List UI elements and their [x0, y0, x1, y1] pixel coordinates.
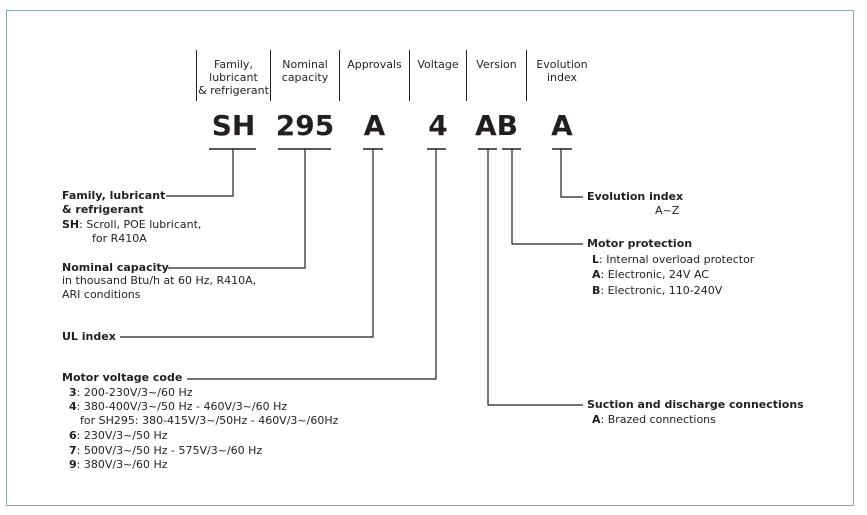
motor-title: Motor protection: [587, 237, 693, 250]
code-version: AB: [474, 109, 518, 142]
header-family-line: lubricant: [209, 71, 258, 84]
motor-desc: : Electronic, 24V AC: [600, 268, 709, 281]
connector-ul: [120, 149, 374, 338]
voltage-desc: : 500V/3~/50 Hz - 575V/3~/60 Hz: [76, 444, 263, 457]
motor-desc: : Electronic, 110-240V: [600, 284, 723, 297]
motor-key: A: [592, 268, 601, 281]
voltage-desc: : 380-400V/3~/50 Hz - 460V/3~/60 Hz: [76, 400, 288, 413]
suction-key: A: [592, 413, 601, 426]
motor-line: L: Internal overload protector: [592, 253, 754, 268]
voltage-line: 3: 200-230V/3~/60 Hz: [69, 386, 193, 401]
family-desc: : Scroll, POE lubricant,: [79, 218, 202, 231]
suction-line: A: Brazed connections: [592, 413, 716, 428]
header-version-line: Version: [476, 58, 517, 71]
header-evolution-line: Evolution: [536, 58, 588, 71]
code-approvals: A: [363, 109, 386, 142]
code-nominal: 295: [275, 109, 335, 142]
voltage-line-cont: for SH295: 380-415V/3~/50Hz - 460V/3~/60…: [80, 414, 339, 427]
family-line-cont: for R410A: [92, 232, 147, 245]
header-evolution: Evolution index: [527, 58, 597, 84]
connector-motor: [511, 149, 583, 245]
nominal-title: Nominal capacity: [62, 261, 169, 274]
voltage-title: Motor voltage code: [62, 371, 183, 384]
connector-nominal: [168, 149, 306, 269]
header-family-line: & refrigerant: [198, 84, 269, 97]
nominal-line: ARI conditions: [62, 288, 141, 301]
code-family: SH: [211, 109, 256, 142]
voltage-line: 6: 230V/3~/50 Hz: [69, 429, 168, 444]
voltage-desc: : 200-230V/3~/60 Hz: [76, 386, 193, 399]
family-title: Family, lubricant & refrigerant: [62, 189, 165, 217]
family-title-line: Family, lubricant: [62, 189, 166, 202]
connector-suction: [487, 149, 583, 406]
family-key: SH: [62, 218, 80, 231]
evolution-line: A~Z: [655, 204, 680, 217]
voltage-line: 7: 500V/3~/50 Hz - 575V/3~/60 Hz: [69, 444, 262, 459]
motor-desc: : Internal overload protector: [599, 253, 755, 266]
family-title-line: & refrigerant: [62, 203, 144, 216]
voltage-key: 9: [69, 458, 77, 471]
voltage-key: 7: [69, 444, 77, 457]
connector-voltage: [187, 149, 437, 380]
voltage-line: 9: 380V/3~/60 Hz: [69, 458, 168, 473]
nominal-line: in thousand Btu/h at 60 Hz, R410A,: [62, 274, 257, 287]
header-nominal: Nominal capacity: [271, 58, 339, 84]
motor-line: B: Electronic, 110-240V: [592, 284, 722, 299]
motor-key: B: [592, 284, 601, 297]
evolution-title: Evolution index: [587, 190, 684, 203]
suction-title: Suction and discharge connections: [587, 398, 804, 411]
code-evolution: A: [551, 109, 573, 142]
connector-evolution: [560, 149, 583, 198]
header-voltage-line: Voltage: [417, 58, 459, 71]
voltage-key: 6: [69, 429, 77, 442]
header-nominal-line: Nominal: [282, 58, 328, 71]
motor-line: A: Electronic, 24V AC: [592, 268, 709, 283]
family-line-sh: SH: Scroll, POE lubricant,: [62, 218, 201, 233]
voltage-desc: : 230V/3~/50 Hz: [76, 429, 168, 442]
header-version: Version: [467, 58, 526, 71]
suction-desc: : Brazed connections: [600, 413, 716, 426]
voltage-line: 4: 380-400V/3~/50 Hz - 460V/3~/60 Hz: [69, 400, 287, 415]
header-nominal-line: capacity: [281, 71, 329, 84]
motor-key: L: [592, 253, 600, 266]
diagram-frame: [6, 10, 854, 506]
header-approvals-line: Approvals: [347, 58, 402, 71]
header-evolution-line: index: [546, 71, 578, 84]
header-voltage: Voltage: [410, 58, 466, 71]
ul-title: UL index: [62, 330, 116, 343]
header-family-line: Family,: [214, 58, 253, 71]
connector-family: [166, 149, 234, 197]
header-approvals: Approvals: [340, 58, 409, 71]
header-family: Family, lubricant & refrigerant: [197, 58, 270, 97]
voltage-desc: : 380V/3~/60 Hz: [76, 458, 168, 471]
voltage-key: 4: [69, 400, 77, 413]
code-voltage: 4: [428, 109, 448, 142]
voltage-key: 3: [69, 386, 77, 399]
